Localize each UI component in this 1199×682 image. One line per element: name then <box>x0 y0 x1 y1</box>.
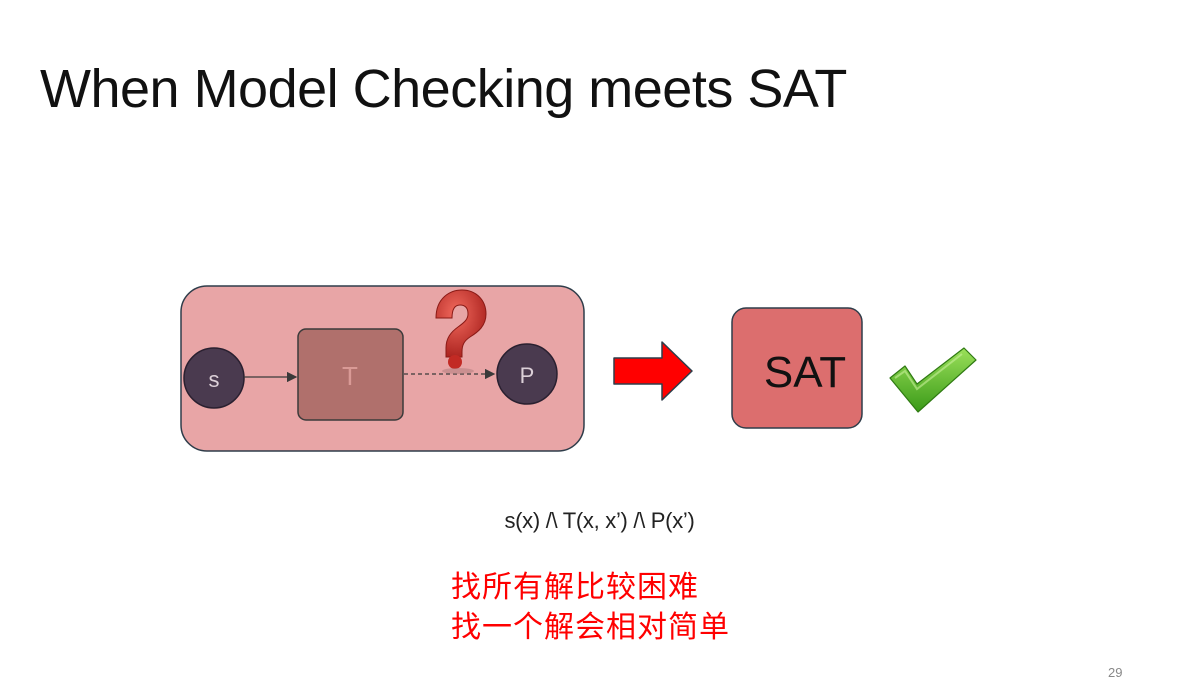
transition-box <box>297 328 404 421</box>
state-node-label: s <box>209 367 220 392</box>
note-line-1: 找所有解比较困难 <box>451 570 699 605</box>
question-mark-icon <box>435 289 487 374</box>
sat-box <box>731 307 863 429</box>
page-number: 29 <box>1108 665 1123 680</box>
transition-label: T <box>342 361 358 391</box>
state-node-s <box>183 347 245 409</box>
property-node-p <box>496 343 558 405</box>
sat-label: SAT <box>764 348 846 397</box>
right-arrow-icon <box>613 341 693 401</box>
slide-title: When Model Checking meets SAT <box>40 59 847 119</box>
property-node-label: P <box>520 363 535 388</box>
formula: s(x) /\ T(x, x’) /\ P(x’) <box>504 508 695 533</box>
note-line-2: 找一个解会相对简单 <box>451 610 730 645</box>
checkmark-icon <box>889 347 977 413</box>
